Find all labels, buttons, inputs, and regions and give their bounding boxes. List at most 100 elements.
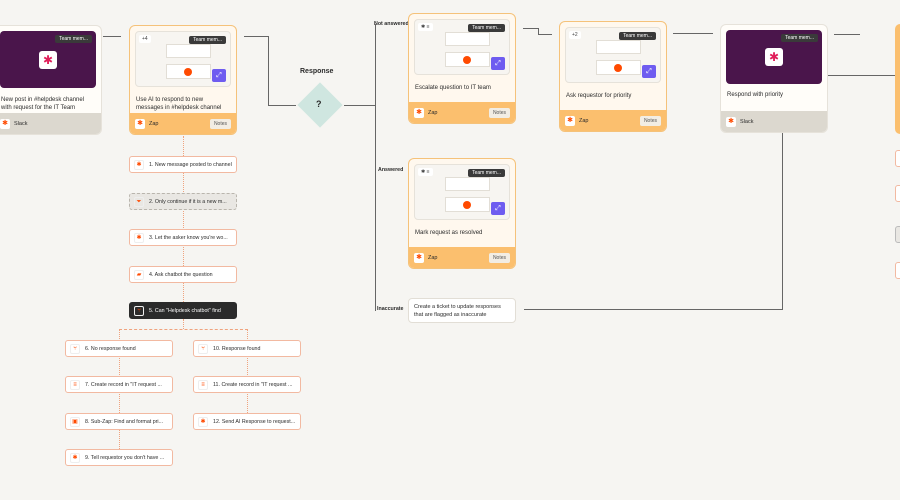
- decision-label: Response: [300, 68, 333, 75]
- expand-icon[interactable]: ⤢: [491, 57, 505, 70]
- slack-icon: ✱: [134, 160, 144, 170]
- slack-icon: ✱: [70, 453, 80, 463]
- connector: [268, 36, 269, 105]
- app-icons: ✱ ≡: [418, 23, 433, 31]
- zap-card-ask-priority[interactable]: +2 Team mem... ⤢ Ask requestor for priorit…: [559, 21, 667, 132]
- connector: [244, 36, 268, 37]
- paths-icon: ⑂: [70, 344, 80, 354]
- expand-icon[interactable]: ⤢: [491, 202, 505, 215]
- connector: [344, 105, 375, 106]
- step-12[interactable]: ✱ 12. Send AI Response to request...: [193, 413, 301, 430]
- team-badge: Team mem...: [55, 35, 92, 43]
- slack-icon: ✱: [726, 117, 736, 127]
- slack-icon: ✱: [134, 233, 144, 243]
- notes-button[interactable]: Notes: [640, 116, 661, 126]
- step-6[interactable]: ⑂ 6. No response found: [65, 340, 173, 357]
- step-label: 7. Create record in "IT request ...: [85, 382, 162, 388]
- step-label: 12. Send AI Response to request...: [213, 419, 295, 425]
- trigger-card[interactable]: Team mem... ✱ New post in #helpdesk chann…: [0, 25, 102, 135]
- connector: [268, 105, 296, 106]
- step-7[interactable]: ≡ 7. Create record in "IT request ...: [65, 376, 173, 393]
- step-label: 2. Only continue if it is a new m...: [149, 199, 227, 205]
- app-label: Slack: [14, 121, 27, 127]
- zap-card-main[interactable]: +4Team mem...⤢ Use AI to respond to new …: [129, 25, 237, 135]
- zap-dot-icon: [184, 68, 192, 76]
- offscreen-step[interactable]: [895, 262, 900, 279]
- step-label: 6. No response found: [85, 346, 136, 352]
- slack-card-respond[interactable]: Team mem... ✱ Respond with priority ✱ Slac…: [720, 24, 828, 133]
- branch-line: [375, 24, 376, 311]
- team-badge: Team mem...: [189, 36, 226, 44]
- app-label: Zap: [579, 118, 588, 124]
- step-label: 5. Can "Helpdesk chatbot" find: [149, 308, 221, 314]
- slack-icon: ✱: [0, 119, 10, 129]
- expand-icon[interactable]: ⤢: [212, 69, 226, 82]
- step-1[interactable]: ✱ 1. New message posted to channel: [129, 156, 237, 173]
- card-title: Ask requestor for priority: [566, 92, 660, 100]
- tables-icon: ≡: [70, 380, 80, 390]
- step-label: 1. New message posted to channel: [149, 162, 232, 168]
- app-label: Zap: [149, 121, 158, 127]
- expand-icon[interactable]: ⤢: [642, 65, 656, 78]
- notes-button[interactable]: Notes: [489, 253, 510, 263]
- card-title: Mark request as resolved: [415, 229, 509, 237]
- app-icons: ✱ ≡: [418, 168, 433, 176]
- offscreen-step[interactable]: [895, 226, 900, 243]
- zap-icon: ✱: [135, 119, 145, 129]
- decision-symbol: ?: [316, 99, 322, 109]
- offscreen-card[interactable]: [895, 24, 900, 134]
- chatbot-icon: ▰: [134, 270, 144, 280]
- connector: [524, 309, 782, 310]
- step-label: 8. Sub-Zap: Find and format pri...: [85, 419, 163, 425]
- branch-connector: [119, 329, 248, 330]
- app-icons: +2: [569, 31, 581, 39]
- zap-icon: ✱: [565, 116, 575, 126]
- notes-button[interactable]: Notes: [210, 119, 231, 129]
- zap-icon: ✱: [414, 253, 424, 263]
- app-label: Slack: [740, 119, 753, 125]
- app-label: Zap: [428, 255, 437, 261]
- step-3[interactable]: ✱ 3. Let the asker know you're wo...: [129, 229, 237, 246]
- step-9[interactable]: ✱ 9. Tell requestor you don't have ...: [65, 449, 173, 466]
- team-badge: Team mem...: [619, 32, 656, 40]
- step-4[interactable]: ▰4. Ask chatbot the question: [129, 266, 237, 283]
- team-badge: Team mem...: [468, 24, 505, 32]
- step-label: 11. Create record in "IT request ...: [213, 382, 292, 388]
- filter-icon: ⏷: [134, 197, 144, 207]
- branch-label: Answered: [378, 167, 403, 173]
- team-badge: Team mem...: [781, 34, 818, 42]
- step-5[interactable]: ⑂ 5. Can "Helpdesk chatbot" find: [129, 302, 237, 319]
- card-title: New post in #helpdesk channel with reque…: [1, 96, 95, 112]
- slack-logo-icon: ✱: [765, 48, 783, 66]
- zap-icon: ✱: [414, 108, 424, 118]
- zap-card-escalate[interactable]: ✱ ≡ Team mem... ⤢ Escalate question to IT …: [408, 13, 516, 124]
- app-icons: +4: [139, 35, 151, 43]
- slack-icon: ✱: [198, 417, 208, 427]
- paths-icon: ⑂: [134, 306, 144, 316]
- step-2[interactable]: ⏷ 2. Only continue if it is a new m...: [129, 193, 237, 210]
- offscreen-step[interactable]: [895, 185, 900, 202]
- subzap-icon: ▣: [70, 417, 80, 427]
- ticket-note[interactable]: Create a ticket to update responses that…: [408, 298, 516, 323]
- connector: [834, 34, 860, 35]
- card-title: Escalate question to IT team: [415, 84, 509, 92]
- step-label: 10. Response found: [213, 346, 260, 352]
- step-label: 9. Tell requestor you don't have ...: [85, 455, 164, 461]
- branch-label: Inaccurate: [377, 306, 404, 312]
- app-label: Zap: [428, 110, 437, 116]
- branch-label: Not answered: [374, 21, 409, 27]
- connector: [523, 28, 538, 29]
- connector: [103, 36, 121, 37]
- paths-icon: ⑂: [198, 344, 208, 354]
- step-11[interactable]: ≡ 11. Create record in "IT request ...: [193, 376, 301, 393]
- team-badge: Team mem...: [468, 169, 505, 177]
- step-10[interactable]: ⑂ 10. Response found: [193, 340, 301, 357]
- notes-button[interactable]: Notes: [489, 108, 510, 118]
- zap-card-resolved[interactable]: ✱ ≡ Team mem... ⤢ Mark request as resolved…: [408, 158, 516, 269]
- step-8[interactable]: ▣ 8. Sub-Zap: Find and format pri...: [65, 413, 173, 430]
- tables-icon: ≡: [198, 380, 208, 390]
- card-title: Respond with priority: [727, 91, 821, 99]
- step-label: 3. Let the asker know you're wo...: [149, 235, 228, 241]
- connector: [673, 33, 713, 34]
- offscreen-step[interactable]: [895, 150, 900, 167]
